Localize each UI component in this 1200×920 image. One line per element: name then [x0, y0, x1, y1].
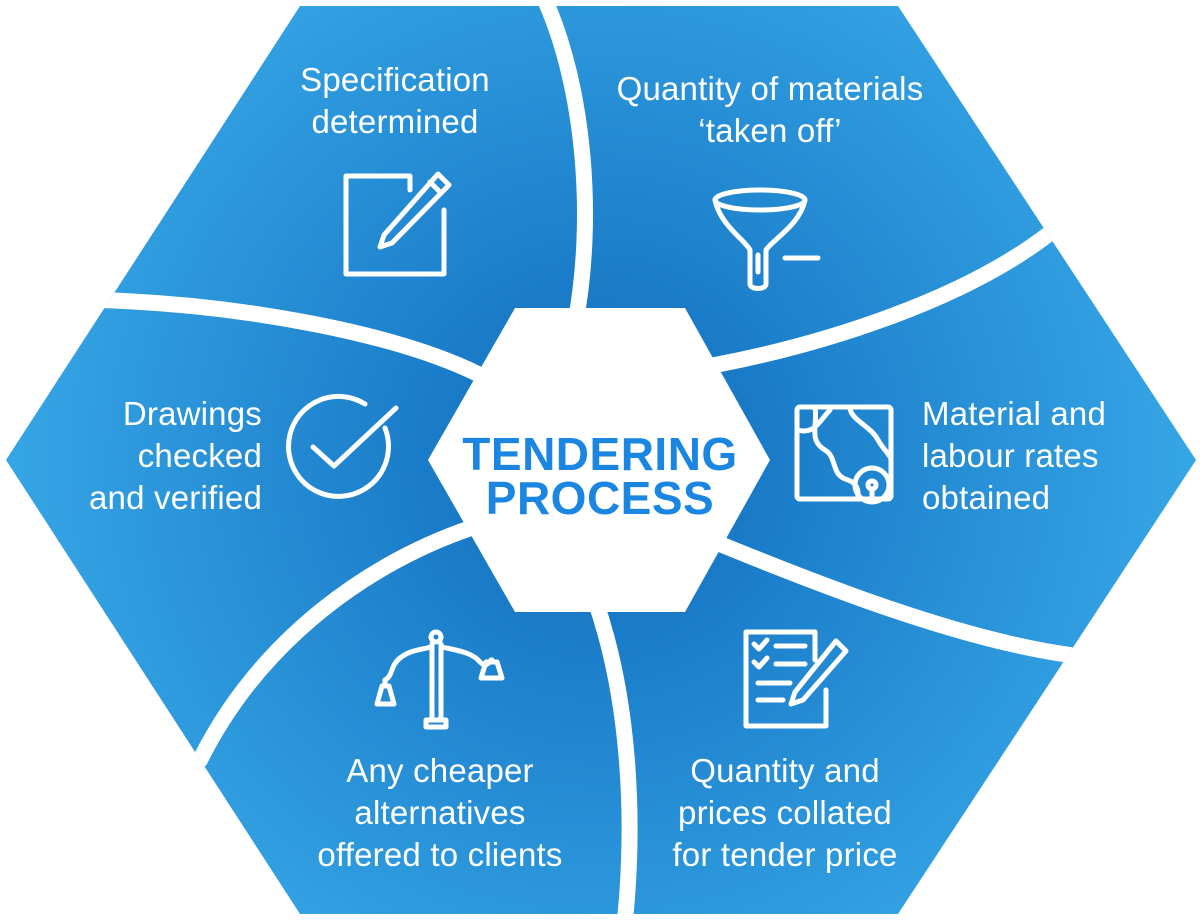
- label-line: for tender price: [672, 836, 898, 873]
- label-line: alternatives: [354, 794, 526, 831]
- checklist-with-pen-icon: [743, 629, 849, 729]
- label-line: Any cheaper: [346, 752, 534, 789]
- label-line: Material and: [922, 395, 1106, 432]
- label-line: ‘taken off’: [698, 112, 842, 149]
- label-line: checked: [137, 437, 262, 474]
- label-line: Quantity of materials: [616, 70, 924, 107]
- segment-label-collated: Quantity and prices collated for tender …: [650, 750, 920, 876]
- segment-label-alternatives: Any cheaper alternatives offered to clie…: [290, 750, 590, 876]
- edit-square-icon: [343, 171, 452, 277]
- separator-upper-left: [92, 292, 488, 383]
- center-hexagon: [428, 308, 770, 612]
- separator-bottom: [587, 592, 638, 914]
- check-circle-icon: [286, 393, 399, 499]
- separator-upper-right: [707, 217, 1068, 373]
- label-line: obtained: [922, 479, 1051, 516]
- separator-lower-left: [192, 517, 488, 768]
- label-line: offered to clients: [317, 836, 563, 873]
- center-title-line-1: TENDERING: [462, 428, 738, 480]
- funnel-icon: [712, 187, 821, 291]
- label-line: labour rates: [922, 437, 1099, 474]
- label-line: determined: [311, 103, 479, 140]
- separator-top: [537, 6, 593, 333]
- separator-lower-right: [702, 532, 1078, 663]
- balance-scale-icon: [374, 629, 505, 730]
- center-title-line-2: PROCESS: [485, 472, 715, 524]
- label-line: Quantity and: [690, 752, 880, 789]
- label-line: Specification: [300, 61, 490, 98]
- map-with-wheel-icon: [794, 404, 894, 505]
- segment-label-drawings: Drawings checked and verified: [50, 393, 262, 519]
- label-line: Drawings: [122, 395, 262, 432]
- label-line: and verified: [88, 479, 262, 516]
- segment-label-quantity-materials: Quantity of materials ‘taken off’: [580, 68, 960, 152]
- segment-separators: [92, 6, 1078, 914]
- segment-label-specification: Specification determined: [260, 59, 530, 143]
- label-line: prices collated: [678, 794, 892, 831]
- segment-label-rates: Material and labour rates obtained: [922, 393, 1162, 519]
